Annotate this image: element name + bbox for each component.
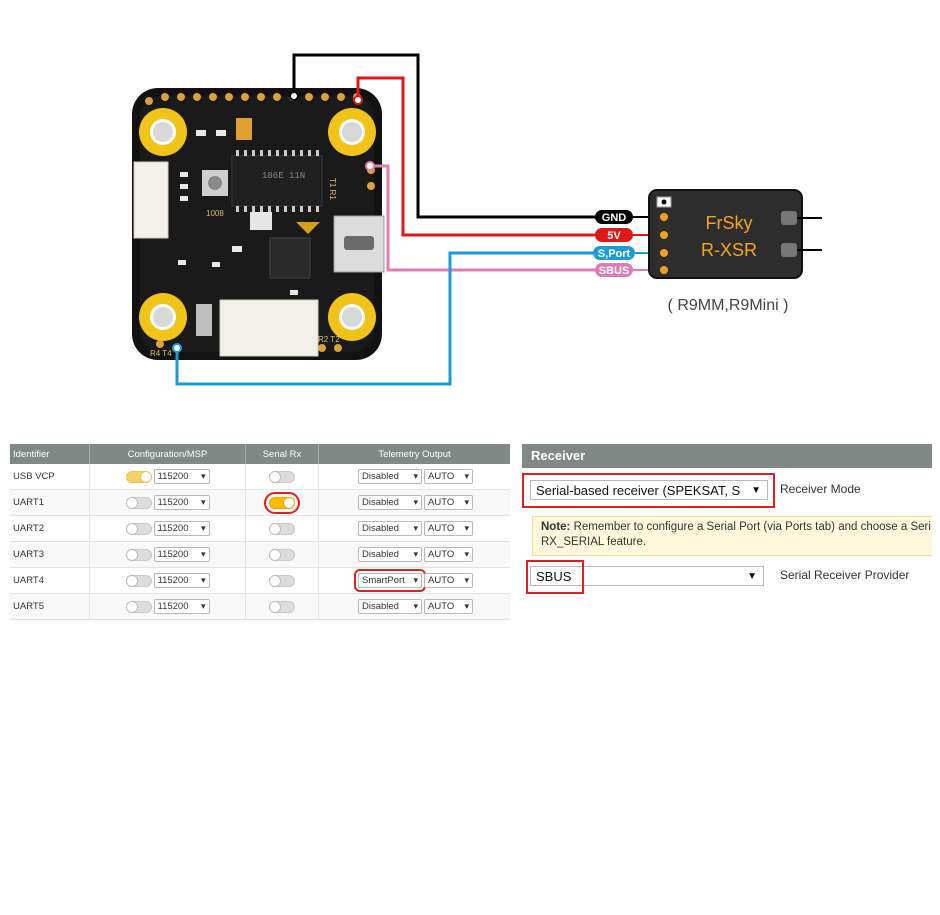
chevron-down-icon: ▼	[751, 485, 761, 496]
table-row: UART1 115200 DisabledAUTO	[10, 489, 510, 516]
telemetry-select[interactable]: Disabled	[358, 521, 422, 536]
svg-text:GND: GND	[602, 212, 627, 224]
receiver-brand: FrSky	[706, 213, 753, 233]
msp-toggle[interactable]	[125, 548, 152, 561]
receiver-note: Note: Remember to configure a Serial Por…	[532, 516, 932, 556]
serial-rx-toggle[interactable]	[269, 522, 295, 535]
svg-text:5V: 5V	[607, 230, 621, 242]
telemetry-baud-select[interactable]: AUTO	[424, 495, 473, 510]
baud-select[interactable]: 115200	[153, 547, 210, 562]
sport-wire	[175, 251, 604, 386]
header-configuration: Configuration/MSP	[89, 444, 246, 464]
receiver-panel: Receiver Serial-based receiver (SPEKSAT,…	[522, 444, 932, 594]
board-uart-label: T1 R1	[328, 178, 337, 200]
board-uart4-label: R4 T4	[150, 349, 172, 358]
msp-toggle[interactable]	[125, 600, 152, 613]
table-row: UART4 115200 SmartPortAUTO	[10, 567, 510, 594]
receiver-provider-select[interactable]: SBUS ▼	[530, 566, 764, 586]
baud-select[interactable]: 115200	[153, 521, 210, 536]
msp-toggle[interactable]	[125, 496, 152, 509]
ports-table: Identifier Configuration/MSP Serial Rx T…	[10, 444, 510, 620]
telemetry-baud-select[interactable]: AUTO	[424, 521, 473, 536]
baud-select[interactable]: 115200	[153, 573, 210, 588]
receiver-mode-value: Serial-based receiver (SPEKSAT, S	[536, 483, 741, 498]
serial-rx-toggle[interactable]	[269, 470, 295, 483]
flight-controller-board: 186E 11N 1008 T1 R1 R4 T4 R2 T2	[132, 88, 385, 360]
telemetry-select[interactable]: Disabled	[358, 599, 422, 614]
ports-header-row: Identifier Configuration/MSP Serial Rx T…	[10, 444, 510, 464]
chip-code: 1008	[206, 209, 224, 218]
port-identifier: USB VCP	[10, 464, 90, 490]
table-row: USB VCP 115200 DisabledAUTO	[10, 464, 510, 490]
svg-text:S,Port: S,Port	[598, 248, 631, 260]
mount-hole	[139, 108, 376, 341]
receiver-mode-select[interactable]: Serial-based receiver (SPEKSAT, S ▼	[530, 480, 768, 500]
chevron-down-icon: ▼	[747, 571, 757, 582]
baud-select[interactable]: 115200	[153, 599, 210, 614]
port-identifier: UART5	[10, 593, 90, 620]
highlight-box	[526, 560, 584, 594]
sbus-wire	[370, 164, 604, 272]
highlight-box	[522, 473, 775, 508]
telemetry-baud-select[interactable]: AUTO	[424, 469, 473, 484]
table-row: UART3 115200 DisabledAUTO	[10, 541, 510, 568]
table-row: UART5 115200 DisabledAUTO	[10, 593, 510, 620]
port-identifier: UART3	[10, 541, 90, 568]
telemetry-baud-select[interactable]: AUTO	[424, 573, 473, 588]
baud-select[interactable]: 115200	[153, 495, 210, 510]
telemetry-select[interactable]: Disabled	[358, 547, 422, 562]
note-bold: Note:	[541, 521, 571, 533]
receiver-provider-label: Serial Receiver Provider	[780, 568, 910, 582]
serial-rx-toggle[interactable]	[269, 548, 295, 561]
sport-label: S,Port	[593, 246, 635, 260]
baud-select[interactable]: 115200	[153, 469, 210, 484]
gnd-wire	[292, 53, 604, 219]
header-serial-rx: Serial Rx	[245, 444, 319, 464]
header-telemetry: Telemetry Output	[318, 444, 510, 464]
receiver-panel-title: Receiver	[522, 444, 932, 468]
msp-toggle[interactable]	[125, 574, 152, 587]
svg-text:SBUS: SBUS	[599, 265, 630, 277]
header-identifier: Identifier	[10, 444, 90, 464]
receiver-provider-value: SBUS	[536, 569, 572, 584]
port-identifier: UART2	[10, 515, 90, 542]
receiver-mode-label: Receiver Mode	[780, 482, 861, 496]
receiver-module: FrSky R-XSR	[648, 189, 822, 279]
serial-rx-toggle[interactable]	[264, 491, 300, 514]
chip-marking: 186E 11N	[262, 171, 305, 181]
5v-label: 5V	[595, 228, 633, 242]
note-text: Remember to configure a Serial Port (via…	[570, 521, 931, 533]
telemetry-select[interactable]: Disabled	[358, 495, 422, 510]
telemetry-select[interactable]: SmartPort	[354, 569, 426, 592]
table-row: UART2 115200 DisabledAUTO	[10, 515, 510, 542]
sbus-label: SBUS	[595, 263, 633, 277]
telemetry-baud-select[interactable]: AUTO	[424, 547, 473, 562]
gnd-label: GND	[595, 210, 633, 224]
compatible-receivers: ( R9MM,R9Mini )	[668, 297, 789, 314]
msp-toggle[interactable]	[125, 470, 152, 483]
serial-rx-toggle[interactable]	[269, 574, 295, 587]
serial-rx-toggle[interactable]	[269, 600, 295, 613]
port-identifier: UART1	[10, 489, 90, 516]
wiring-diagram: 186E 11N 1008 T1 R1 R4 T4 R2 T2 GND 5V	[132, 53, 822, 386]
msp-toggle[interactable]	[125, 522, 152, 535]
5v-wire	[356, 76, 604, 237]
telemetry-select[interactable]: Disabled	[358, 469, 422, 484]
note-text-2: RX_SERIAL feature.	[541, 536, 647, 548]
port-identifier: UART4	[10, 567, 90, 594]
board-uart2-label: R2 T2	[318, 335, 340, 344]
telemetry-baud-select[interactable]: AUTO	[424, 599, 473, 614]
receiver-model: R-XSR	[701, 240, 757, 260]
